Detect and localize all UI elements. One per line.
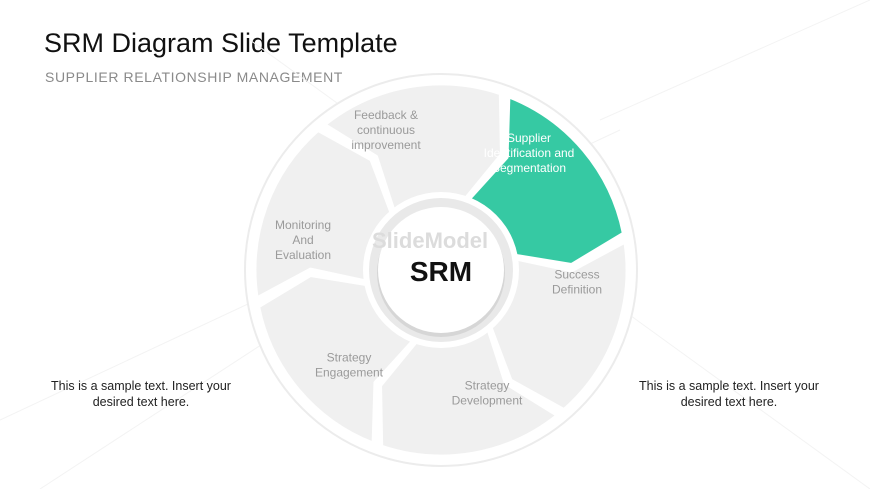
center-hub — [363, 192, 519, 348]
segment-label-line: improvement — [351, 138, 421, 152]
slide-title: SRM Diagram Slide Template — [44, 28, 398, 58]
segment-group — [253, 82, 629, 458]
segment-label-line: continuous — [357, 123, 415, 137]
watermark: SlideModel — [372, 228, 488, 253]
background-line — [599, 0, 870, 121]
segment-label-line: And — [292, 233, 313, 247]
segment-label-line: Strategy — [465, 379, 510, 393]
segment-label-line: Strategy — [327, 351, 372, 365]
hub-face — [378, 207, 504, 333]
segment-label-line: Evaluation — [275, 248, 331, 262]
note-right: This is a sample text. Insert your desir… — [639, 379, 819, 409]
segment-label-line: Monitoring — [275, 218, 331, 232]
slide-subtitle: SUPPLIER RELATIONSHIP MANAGEMENT — [45, 69, 343, 85]
segment-label-line: Supplier — [507, 131, 551, 145]
segment-label-line: Engagement — [315, 366, 384, 380]
segment-label-line: Segmentation — [492, 161, 566, 175]
note-left: This is a sample text. Insert your desir… — [51, 379, 231, 409]
segment-label-line: Success — [554, 268, 599, 282]
center-label: SRM — [410, 256, 472, 287]
segment-label-line: Feedback & — [354, 108, 418, 122]
segment-label-line: Definition — [552, 283, 602, 297]
segment-label-line: Identification and — [484, 146, 575, 160]
segment-label-line: Development — [452, 394, 523, 408]
